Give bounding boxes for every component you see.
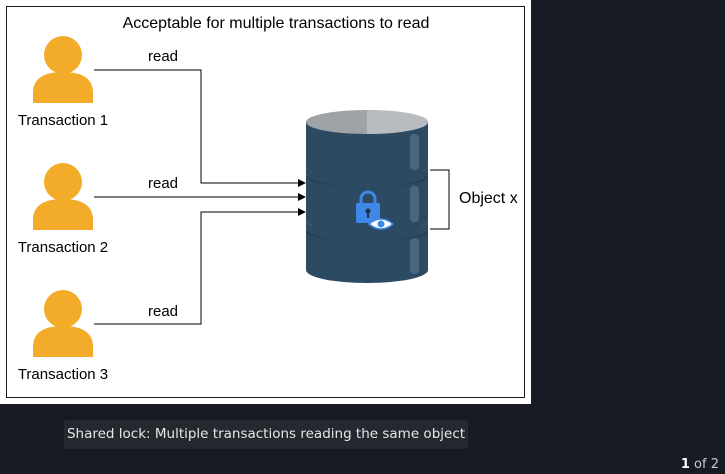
read-label-3: read <box>148 303 178 320</box>
pager-total: 2 <box>710 457 719 472</box>
diagram-title: Acceptable for multiple transactions to … <box>123 15 430 32</box>
user-icon <box>33 290 93 357</box>
transaction-label: Transaction 2 <box>18 239 108 256</box>
transaction-2: Transaction 2 <box>18 163 108 256</box>
object-bracket <box>430 169 450 230</box>
read-label-1: read <box>148 48 178 65</box>
user-icon <box>33 36 93 103</box>
database-icon <box>306 110 428 283</box>
transaction-label: Transaction 3 <box>18 366 108 383</box>
eye-icon <box>367 218 395 230</box>
transaction-1: Transaction 1 <box>18 36 108 129</box>
user-icon <box>33 163 93 230</box>
transaction-label: Transaction 1 <box>18 112 108 129</box>
pager-separator: of <box>694 457 707 472</box>
transaction-3: Transaction 3 <box>18 290 108 383</box>
slide-pager: 1 of 2 <box>681 457 719 472</box>
read-arrow-1 <box>94 69 306 187</box>
lock-icon <box>356 190 380 223</box>
slide-frame: Acceptable for multiple transactions to … <box>0 0 531 404</box>
slide-caption: Shared lock: Multiple transactions readi… <box>64 420 468 449</box>
pager-current: 1 <box>680 457 690 472</box>
read-label-2: read <box>148 175 178 192</box>
diagram-border <box>6 6 525 398</box>
read-arrow-3 <box>94 208 306 325</box>
object-label: Object x <box>459 190 518 207</box>
shared-lock-diagram: Acceptable for multiple transactions to … <box>18 15 518 383</box>
